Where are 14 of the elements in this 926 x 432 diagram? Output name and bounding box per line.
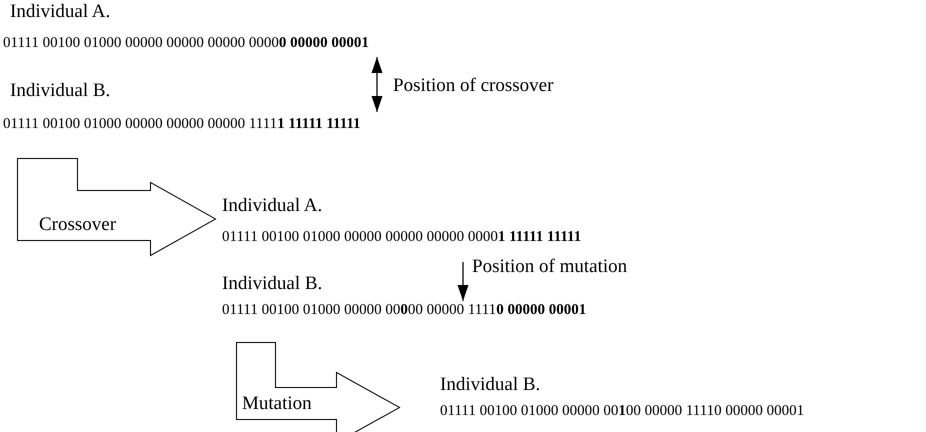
heading-text: Individual B.: [440, 375, 540, 396]
bit-string: 01111 00100 01000 00000 00000 00000 00001 11111 11111: [222, 229, 582, 246]
bit-string: 01111 00100 01000 00000 00000 00000 11111 11111 11111: [3, 116, 361, 132]
heading-text: Position of mutation: [472, 257, 628, 278]
arrow-label: Mutation: [242, 394, 312, 415]
heading-text: Individual A.: [10, 2, 110, 23]
bit-string: 01111 00100 01000 00000 00000 00000 00000 00000 00001: [3, 35, 369, 52]
heading-text: Position of crossover: [393, 76, 554, 97]
heading-text: Individual B.: [222, 274, 322, 295]
bit-string: 01111 00100 01000 00000 00000 00000 11110 00000 00001: [222, 302, 586, 318]
bit-string: 01111 00100 01000 00000 00100 00000 11110 00000 00001: [440, 403, 804, 420]
arrow-label: Crossover: [39, 215, 116, 236]
heading-text: Individual B.: [10, 81, 110, 102]
heading-text: Individual A.: [222, 196, 322, 217]
